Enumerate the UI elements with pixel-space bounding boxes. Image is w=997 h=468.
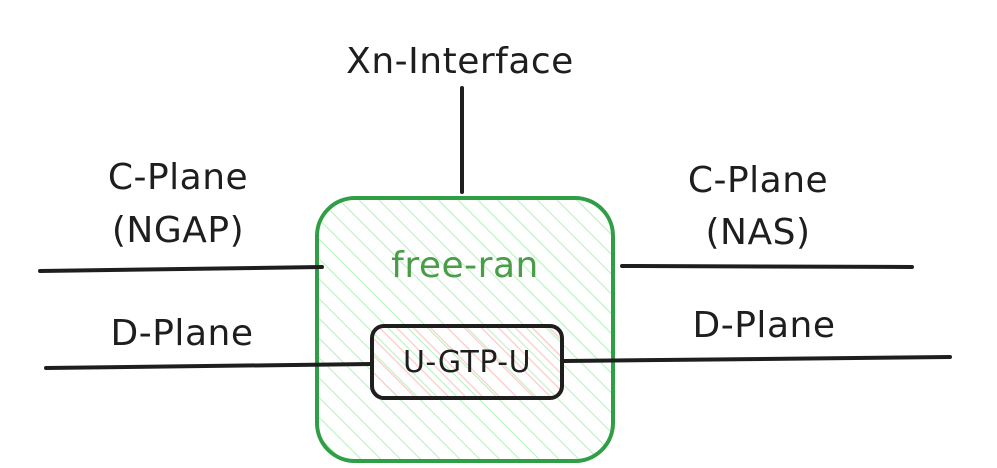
xn-interface-label: Xn-Interface [346,41,574,82]
c-plane-left-label: C-Plane [107,157,249,198]
nas-label: (NAS) [705,212,811,253]
u-gtp-u-box[interactable] [370,324,564,400]
d-plane-right-line [562,355,952,363]
c-plane-right-line [620,264,914,269]
c-plane-left-line [38,265,324,273]
d-plane-right-label: D-Plane [692,305,836,346]
u-gtp-u-label: U-GTP-U [402,345,532,380]
c-plane-right-label: C-Plane [687,160,829,201]
free-ran-label: free-ran [391,245,539,286]
d-plane-left-line [44,362,374,370]
ngap-label: (NGAP) [111,210,245,251]
d-plane-left-label: D-Plane [110,313,254,354]
